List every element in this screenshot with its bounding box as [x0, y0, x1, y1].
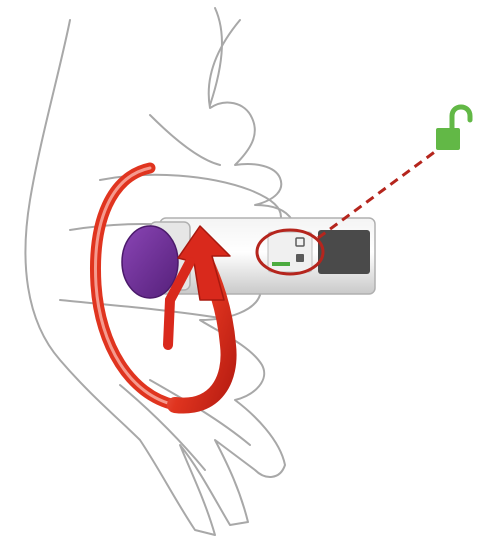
unlock-icon: [436, 107, 470, 150]
purple-cap: [122, 226, 178, 298]
lock-symbol-small-2: [296, 254, 304, 262]
pen-injector: [122, 218, 375, 298]
green-indicator: [272, 262, 290, 266]
pen-window: [318, 230, 370, 274]
callout-leader-line: [318, 148, 440, 238]
